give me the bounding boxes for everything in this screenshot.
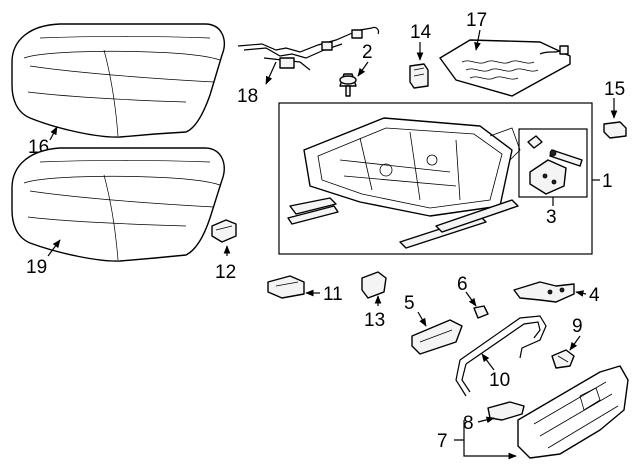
callout-17: 17 [466,10,487,31]
callout-13: 13 [364,310,385,331]
callout-8: 8 [463,413,474,434]
callout-2: 2 [362,42,373,63]
callout-1: 1 [602,171,613,192]
callout-6: 6 [457,274,468,295]
outer-side-shield [517,365,629,459]
callout-5: 5 [404,293,415,314]
callout-11: 11 [323,284,343,305]
wiring-harness [237,26,380,71]
connector-bracket [409,63,429,89]
track-trim-cover [267,275,305,299]
small-bracket [361,271,387,299]
seat-heater-element [439,39,571,97]
switch-knob [551,349,575,369]
callout-3: 3 [546,207,557,228]
adjuster-cable [455,315,547,397]
nut [473,305,489,319]
side-bracket [513,281,575,303]
end-cap [603,121,627,139]
seat-frame-track [287,117,521,249]
panel-clip [487,401,525,421]
push-clip [339,73,357,97]
seat-cushion-pad [11,23,225,138]
callout-19: 19 [26,257,47,278]
callout-10: 10 [489,370,510,391]
callout-12: 12 [215,262,236,283]
callout-9: 9 [572,316,583,337]
frame-assembly-box [278,102,593,255]
retaining-clip [211,219,237,243]
seat-cushion-cover [11,147,225,262]
callout-15: 15 [604,79,625,100]
callout-18: 18 [237,86,258,107]
callout-14: 14 [410,22,432,43]
callout-7: 7 [437,431,448,452]
side-shield-trim [411,319,463,355]
bracket-hardware [527,135,583,195]
callout-4: 4 [589,285,600,306]
